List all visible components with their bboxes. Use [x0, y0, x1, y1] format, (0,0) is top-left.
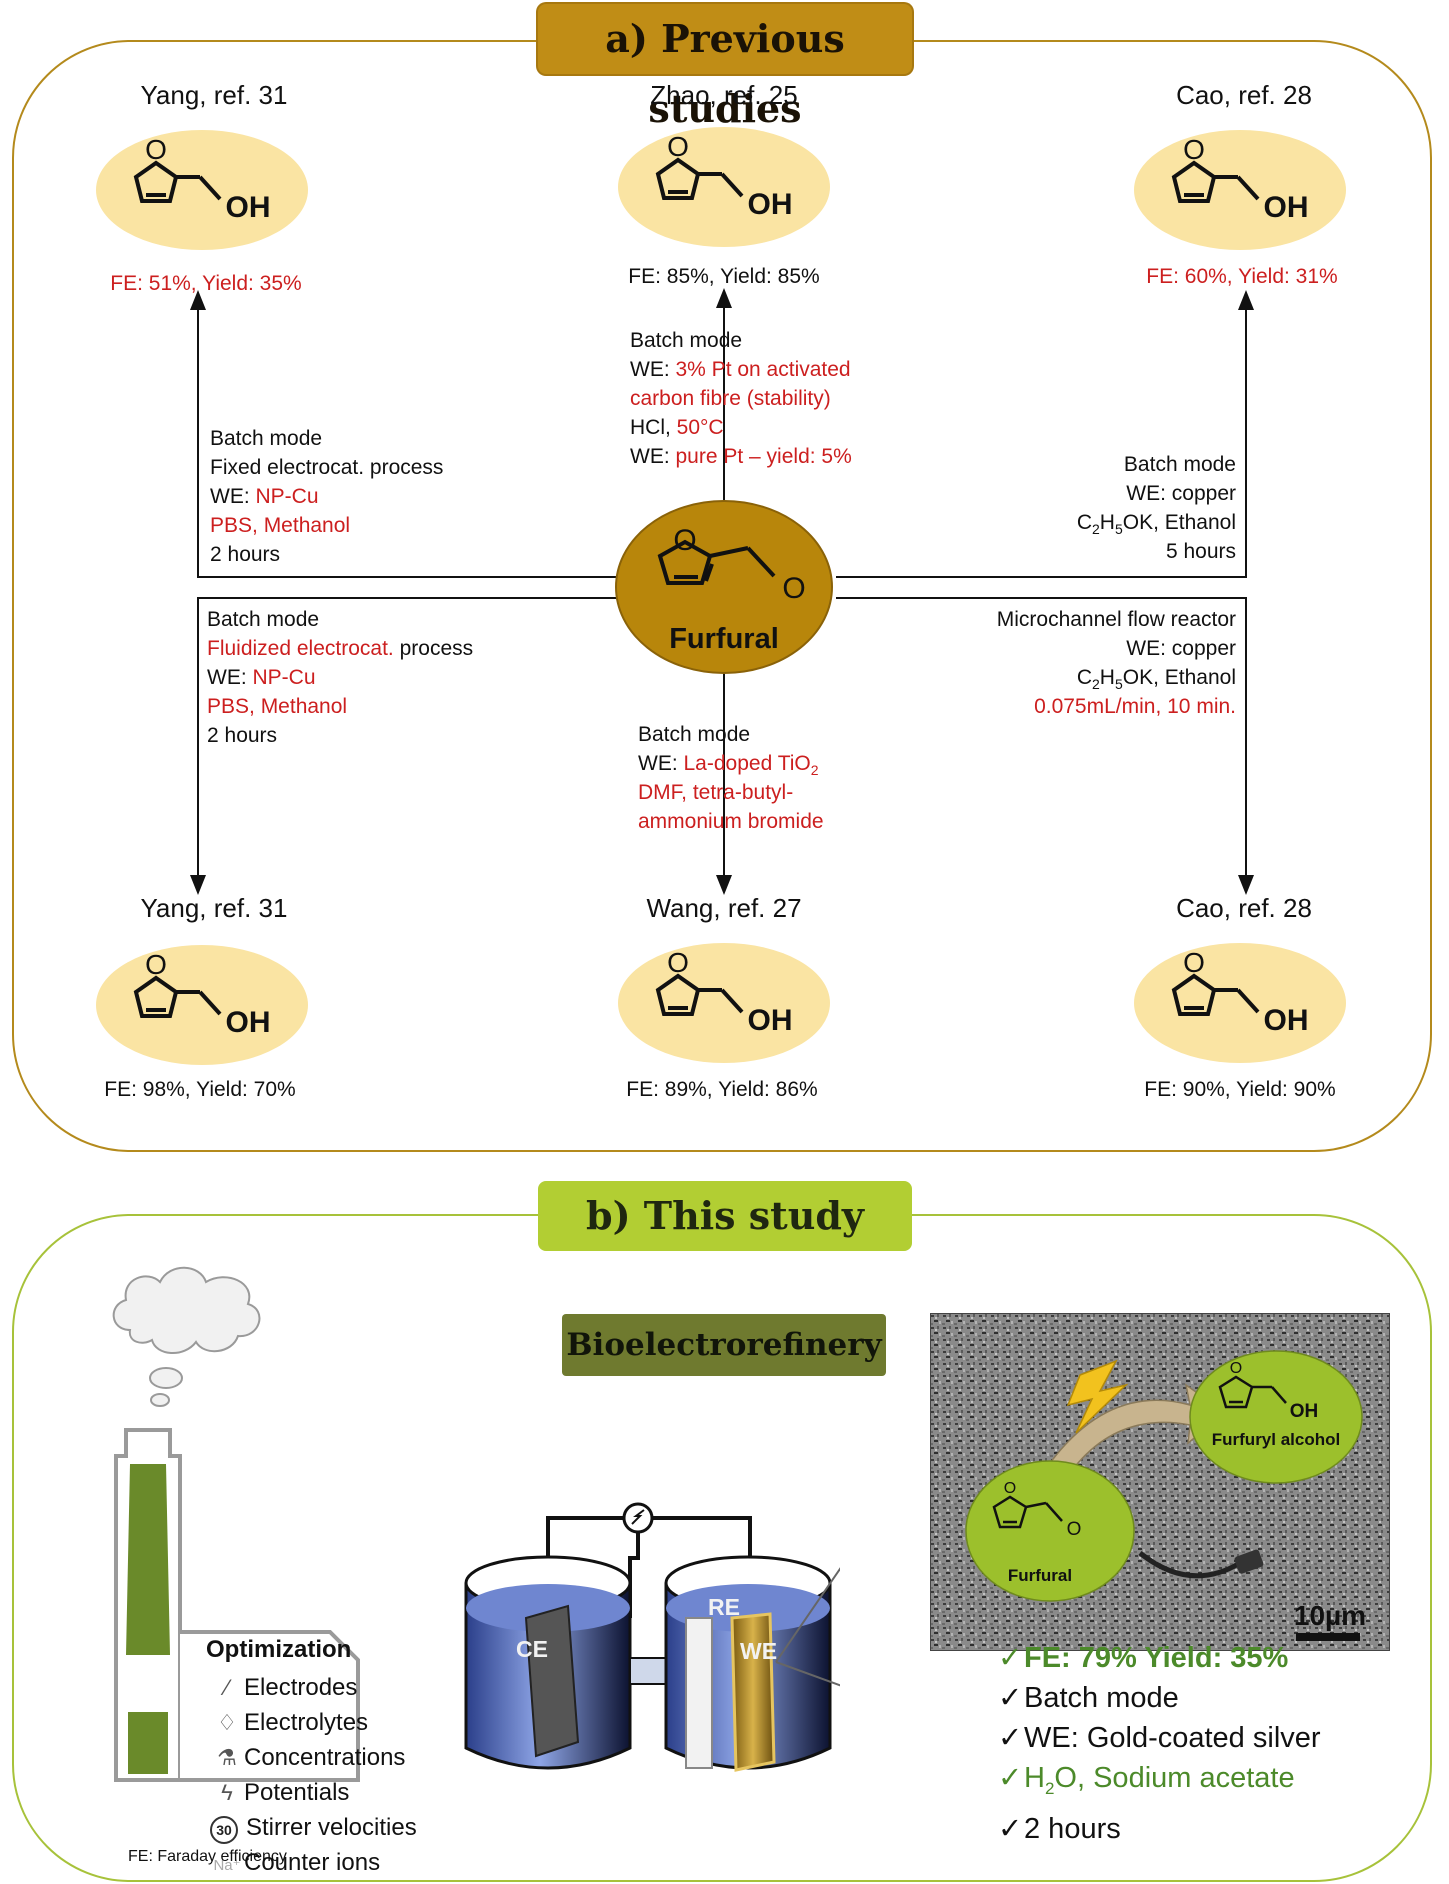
- svg-text:O: O: [1183, 134, 1205, 165]
- check-icon: ✓: [998, 1762, 1023, 1794]
- result-top-left: FE: 51%, Yield: 35%: [110, 272, 302, 295]
- svg-text:O: O: [667, 947, 689, 978]
- arrow-bottom-left: [190, 597, 616, 895]
- ref-bottom-center: Wang, ref. 27: [646, 893, 802, 923]
- furfuryl-alcohol-top-right: O OH: [1134, 130, 1346, 250]
- furfural-label: Furfural: [669, 623, 779, 655]
- svg-text:OH: OH: [226, 191, 271, 224]
- check-icon: ✓: [998, 1812, 1023, 1845]
- optimization-item-concentrations: ⚗Concentrations: [210, 1740, 417, 1775]
- result-electrolyte: ✓H2O, Sodium acetate: [998, 1758, 1321, 1809]
- result-duration: ✓2 hours: [998, 1809, 1321, 1849]
- svg-text:OH: OH: [748, 1004, 793, 1037]
- optimization-item-counter-ions: Na⁺Counter ions: [210, 1845, 417, 1880]
- droplet-icon: ♢: [217, 1710, 237, 1735]
- scale-bar-label: 10µm: [1294, 1600, 1366, 1631]
- result-fe-yield: ✓FE: 79% Yield: 35%: [998, 1638, 1321, 1678]
- result-batch-mode: ✓Batch mode: [998, 1678, 1321, 1718]
- this-study-banner: b) This study: [538, 1181, 912, 1251]
- conditions-bottom-left: Batch mode Fluidized electrocat. process…: [207, 608, 474, 747]
- smoke-cloud: [112, 1266, 261, 1407]
- conditions-top-center: Batch mode WE: 3% Pt on activated carbon…: [630, 329, 852, 468]
- optimization-title: Optimization: [206, 1636, 352, 1663]
- result-working-electrode: ✓WE: Gold-coated silver: [998, 1718, 1321, 1758]
- h-cell-illustration: [464, 1502, 840, 1772]
- check-icon: ✓: [998, 1722, 1023, 1754]
- factory-chimney-illustration: [112, 1266, 360, 1782]
- sem-furfural-label: Furfural: [1008, 1566, 1072, 1585]
- conditions-top-right: Batch mode WE: copper C2H5OK, Ethanol 5 …: [1076, 453, 1236, 563]
- svg-text:O: O: [667, 131, 689, 162]
- ref-bottom-right: Cao, ref. 28: [1176, 893, 1312, 923]
- result-top-right: FE: 60%, Yield: 31%: [1146, 265, 1338, 288]
- we-label: WE: [740, 1638, 778, 1664]
- result-bottom-center: FE: 89%, Yield: 86%: [626, 1078, 818, 1101]
- result-top-center: FE: 85%, Yield: 85%: [628, 265, 820, 288]
- ref-bottom-left: Yang, ref. 31: [140, 893, 288, 923]
- footnote: FE: Faraday efficiency: [128, 1848, 287, 1865]
- furfural-ring-o: O: [673, 524, 696, 557]
- bioelectrorefinery-label: Bioelectrorefinery: [562, 1314, 886, 1376]
- lightning-bolt: [1066, 1359, 1129, 1434]
- svg-text:OH: OH: [226, 1006, 271, 1039]
- svg-text:OH: OH: [1264, 191, 1309, 224]
- re-label: RE: [708, 1594, 740, 1620]
- conditions-top-left: Batch mode Fixed electrocat. process WE:…: [210, 427, 444, 566]
- svg-text:OH: OH: [748, 188, 793, 221]
- electrode-icon: ⁄: [225, 1675, 229, 1700]
- sodium-ion-icon: Na⁺: [213, 1857, 241, 1874]
- furfuryl-alcohol-bottom-center: O OH: [618, 943, 830, 1063]
- svg-text:O: O: [145, 949, 167, 980]
- speed-30-icon: 30: [210, 1816, 238, 1844]
- furfuryl-alcohol-top-left: O OH: [96, 130, 308, 250]
- flask-icon: ⚗: [217, 1745, 237, 1770]
- conditions-bottom-center: Batch mode WE: La-doped TiO2 DMF, tetra-…: [638, 723, 824, 833]
- conditions-bottom-right: Microchannel flow reactor WE: copper C2H…: [996, 608, 1236, 718]
- arrow-top-left: [190, 290, 616, 578]
- arrow-top-right: [836, 290, 1254, 578]
- svg-text:O: O: [1230, 1360, 1242, 1377]
- ref-top-center: Zhao, ref. 25: [650, 80, 798, 110]
- furfuryl-alcohol-top-center: O OH: [618, 127, 830, 247]
- optimization-item-electrodes: ⁄Electrodes: [210, 1670, 417, 1705]
- furfuryl-alcohol-bottom-left: O OH: [96, 945, 308, 1065]
- previous-studies-banner: a) Previous studies: [538, 4, 912, 131]
- sem-furfuryl-label: Furfuryl alcohol: [1212, 1430, 1340, 1449]
- ref-top-right: Cao, ref. 28: [1176, 80, 1312, 110]
- svg-text:O: O: [145, 134, 167, 165]
- optimization-list: ⁄Electrodes ♢Electrolytes ⚗Concentration…: [210, 1670, 417, 1880]
- study-results-list: ✓FE: 79% Yield: 35% ✓Batch mode ✓WE: Gol…: [998, 1638, 1321, 1849]
- result-bottom-right: FE: 90%, Yield: 90%: [1144, 1078, 1336, 1101]
- svg-text:O: O: [1067, 1519, 1082, 1540]
- svg-text:OH: OH: [1264, 1004, 1309, 1037]
- check-icon: ✓: [998, 1682, 1023, 1714]
- svg-text:O: O: [1004, 1480, 1016, 1497]
- sem-micrograph: O OH Furfuryl alcohol O O Furfural 10µm: [930, 1313, 1390, 1651]
- scale-bar: [1296, 1633, 1360, 1641]
- furfural-aldehyde-o: O: [782, 572, 805, 605]
- furfural-disc: [615, 500, 833, 674]
- furfuryl-alcohol-bottom-right: O OH: [1134, 943, 1346, 1063]
- furfural-structure: [657, 539, 776, 585]
- arrow-bottom-right: [836, 597, 1254, 895]
- lightning-icon: ϟ: [221, 1780, 233, 1805]
- optimization-item-electrolytes: ♢Electrolytes: [210, 1705, 417, 1740]
- ref-top-left: Yang, ref. 31: [140, 80, 288, 110]
- ce-label: CE: [516, 1636, 548, 1662]
- check-icon: ✓: [998, 1642, 1023, 1674]
- svg-text:O: O: [1183, 947, 1205, 978]
- svg-text:OH: OH: [1290, 1401, 1319, 1422]
- result-bottom-left: FE: 98%, Yield: 70%: [104, 1078, 296, 1101]
- reaction-arrows: O O Furfural: [190, 288, 1254, 895]
